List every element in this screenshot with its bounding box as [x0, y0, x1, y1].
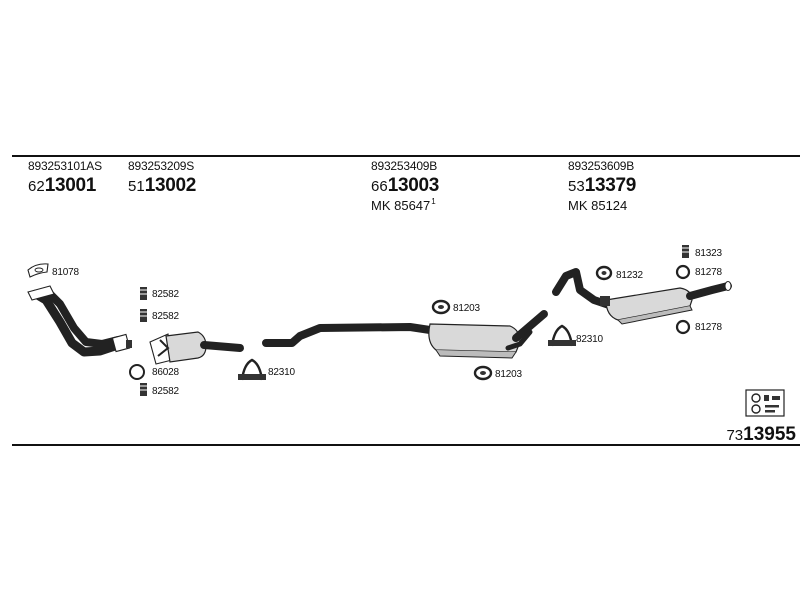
mounting-kit-icon [745, 389, 785, 417]
seal-ring-icon [675, 319, 691, 335]
catalytic-converter [149, 331, 244, 365]
ref-column-middle-silencer: 893253409B 6613003 MK 856471 [371, 160, 439, 212]
oem-number: 893253101AS [28, 159, 102, 173]
top-rule [12, 155, 800, 157]
part-code-81203: 81203 [495, 369, 522, 380]
kit-article-number: 7313955 [726, 424, 796, 446]
rubber-hanger-icon [595, 265, 613, 281]
bolt-icon [682, 245, 689, 258]
bolt-icon [140, 309, 147, 322]
kit-prefix: 73 [726, 427, 744, 444]
part-code-81203: 81203 [453, 303, 480, 314]
article-prefix: 62 [28, 178, 45, 195]
mounting-kit-note: 1 [431, 197, 436, 206]
part-code-81232: 81232 [616, 270, 643, 281]
part-code-81278: 81278 [695, 267, 722, 278]
mounting-kit-number: MK 85647 [371, 198, 431, 213]
bottom-rule [12, 444, 800, 446]
middle-silencer [428, 310, 548, 359]
middle-pipe [262, 323, 434, 347]
front-pipe [27, 285, 132, 357]
gasket-icon [27, 263, 49, 278]
part-code-82310: 82310 [268, 367, 295, 378]
part-code-82582: 82582 [152, 289, 179, 300]
ref-column-catalyst: 893253209S 5113002 [128, 160, 196, 195]
oem-number: 893253409B [371, 159, 438, 173]
clamp-icon [548, 324, 576, 347]
part-code-81323: 81323 [695, 248, 722, 259]
rubber-hanger-icon [431, 299, 451, 315]
part-code-82310: 82310 [576, 334, 603, 345]
ref-column-front-pipe: 893253101AS 6213001 [28, 160, 102, 195]
article-number: 5113002 [128, 176, 196, 195]
article-prefix: 53 [568, 178, 585, 195]
mounting-kit: MK 856471 [371, 197, 439, 213]
article-number: 6213001 [28, 176, 102, 195]
oem-number: 893253609B [568, 159, 635, 173]
oem-number: 893253209S [128, 159, 195, 173]
clamp-icon [238, 358, 266, 381]
ref-column-rear-silencer: 893253609B 5313379 MK 85124 [568, 160, 636, 212]
article-main: 13002 [144, 175, 197, 196]
article-number: 5313379 [568, 176, 636, 195]
article-prefix: 66 [371, 178, 388, 195]
mounting-kit: MK 85124 [568, 198, 636, 212]
part-code-81078: 81078 [52, 267, 79, 278]
part-code-82582: 82582 [152, 311, 179, 322]
article-main: 13003 [387, 175, 440, 196]
article-number: 6613003 [371, 176, 439, 195]
bolt-icon [140, 287, 147, 300]
article-prefix: 51 [128, 178, 145, 195]
part-code-82582: 82582 [152, 386, 179, 397]
article-main: 13379 [584, 175, 637, 196]
seal-ring-icon [675, 264, 691, 280]
mounting-kit-number: MK 85124 [568, 198, 628, 213]
part-code-81278: 81278 [695, 322, 722, 333]
bolt-icon [140, 383, 147, 396]
rear-silencer [552, 268, 732, 325]
part-code-86028: 86028 [152, 367, 179, 378]
article-main: 13001 [44, 175, 97, 196]
seal-ring-icon [129, 364, 145, 380]
rubber-hanger-icon [473, 365, 493, 381]
kit-number: 13955 [743, 424, 796, 445]
